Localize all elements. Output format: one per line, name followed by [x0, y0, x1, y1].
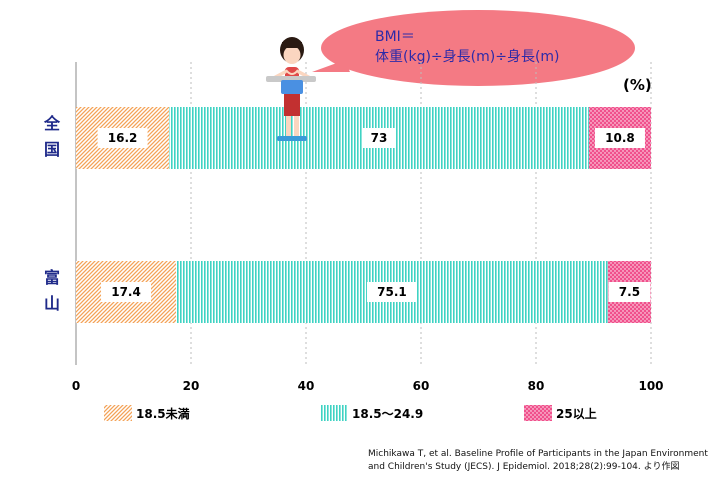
legend-swatch-0	[104, 405, 132, 421]
category-label-1-1: 山	[44, 294, 60, 313]
data-label-0-0: 16.2	[108, 131, 138, 145]
x-tick-label-20: 20	[183, 379, 200, 393]
x-tick-label-80: 80	[528, 379, 545, 393]
data-label-1-0: 17.4	[111, 285, 141, 299]
data-label-0-2: 10.8	[605, 131, 635, 145]
bars: 16.2 73 10.8 17.4 75.1 7.5	[76, 107, 651, 323]
data-label-box-1-2	[608, 282, 651, 302]
x-tick-label-0: 0	[72, 379, 80, 393]
data-label-box-0-1	[362, 128, 397, 148]
data-label-1-1: 75.1	[377, 285, 407, 299]
category-label-0-1: 国	[44, 140, 60, 159]
unit-label: (%)	[623, 76, 652, 94]
data-label-box-0-0	[97, 128, 148, 148]
data-label-box-1-1	[366, 282, 417, 302]
data-label-0-1: 73	[371, 131, 388, 145]
x-tick-label-40: 40	[298, 379, 315, 393]
data-label-1-2: 7.5	[619, 285, 640, 299]
legend-label-0: 18.5未満	[136, 406, 190, 421]
legend-swatch-2	[524, 405, 552, 421]
girl-on-scale-illustration	[266, 37, 316, 141]
source-line-1: Michikawa T, et al. Baseline Profile of …	[368, 449, 708, 459]
bmi-speech-bubble: BMI＝ 体重(kg)÷身長(m)÷身長(m)	[312, 10, 635, 86]
bubble-line-1: BMI＝	[375, 29, 415, 45]
legend-label-1: 18.5～24.9	[352, 407, 423, 421]
data-label-box-1-0	[101, 282, 152, 302]
legend: 18.5未満 18.5～24.9 25以上	[104, 405, 597, 421]
data-label-box-0-2	[594, 128, 645, 148]
legend-swatch-1	[320, 405, 348, 421]
source-line-2: and Children's Study (JECS). J Epidemiol…	[368, 460, 679, 472]
bubble-body	[321, 10, 635, 86]
bubble-line-2: 体重(kg)÷身長(m)÷身長(m)	[375, 49, 560, 65]
category-label-1-0: 富	[44, 268, 60, 287]
x-tick-label-60: 60	[413, 379, 430, 393]
legend-label-2: 25以上	[556, 406, 597, 421]
category-label-0-0: 全	[43, 114, 61, 133]
x-tick-label-100: 100	[638, 379, 663, 393]
